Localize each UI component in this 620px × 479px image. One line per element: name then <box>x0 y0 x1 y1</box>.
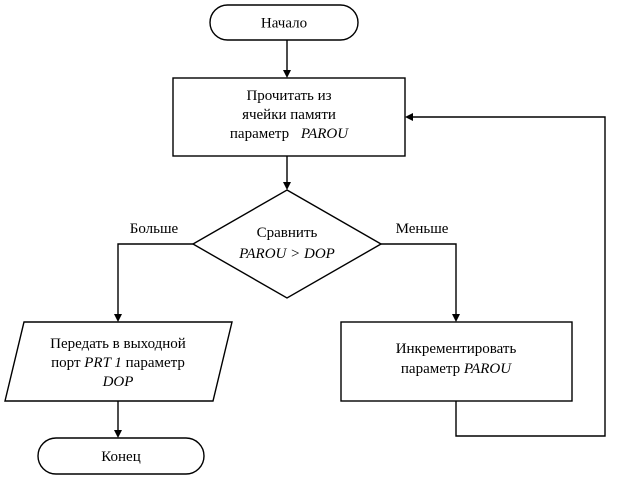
read-line-2: ячейки памяти <box>242 107 336 123</box>
read-line-3: параметр PAROU <box>230 126 349 142</box>
end-label: Конец <box>101 449 140 465</box>
output-line-2-text1: порт <box>51 355 81 371</box>
output-line-1: Передать в выходной <box>50 336 186 352</box>
edge-output-to-end <box>114 401 122 438</box>
read-parameter-box <box>172 77 406 157</box>
output-line-3: DOP <box>102 374 134 390</box>
increment-line-2-variable: PAROU <box>463 361 512 377</box>
edge-compare-to-increment <box>381 243 460 322</box>
output-line-2: порт PRT 1 параметр <box>51 355 185 371</box>
branch-greater-label: Больше <box>130 221 179 237</box>
edge-start-to-read <box>283 40 291 78</box>
output-line-2-text2: параметр <box>126 355 185 371</box>
output-parallelogram <box>4 321 233 402</box>
compare-decision <box>191 189 383 299</box>
edge-read-to-compare <box>283 156 291 190</box>
compare-line-1: Сравнить <box>257 225 318 241</box>
increment-line-2-text: параметр <box>401 361 460 377</box>
read-line-3-text: параметр <box>230 126 289 142</box>
increment-line-1: Инкрементировать <box>396 341 517 357</box>
read-line-1: Прочитать из <box>246 88 331 104</box>
read-line-3-variable: PAROU <box>300 126 349 142</box>
compare-line-2: PAROU > DOP <box>238 246 335 262</box>
start-label: Начало <box>261 16 307 32</box>
end-terminator <box>37 437 205 475</box>
output-line-2-variable: PRT 1 <box>83 355 122 371</box>
branch-less-label: Меньше <box>396 221 449 237</box>
edge-compare-to-output <box>114 243 193 322</box>
increment-line-2: параметр PAROU <box>401 361 512 377</box>
start-terminator <box>209 4 359 41</box>
edge-increment-loop-to-read <box>405 113 606 437</box>
